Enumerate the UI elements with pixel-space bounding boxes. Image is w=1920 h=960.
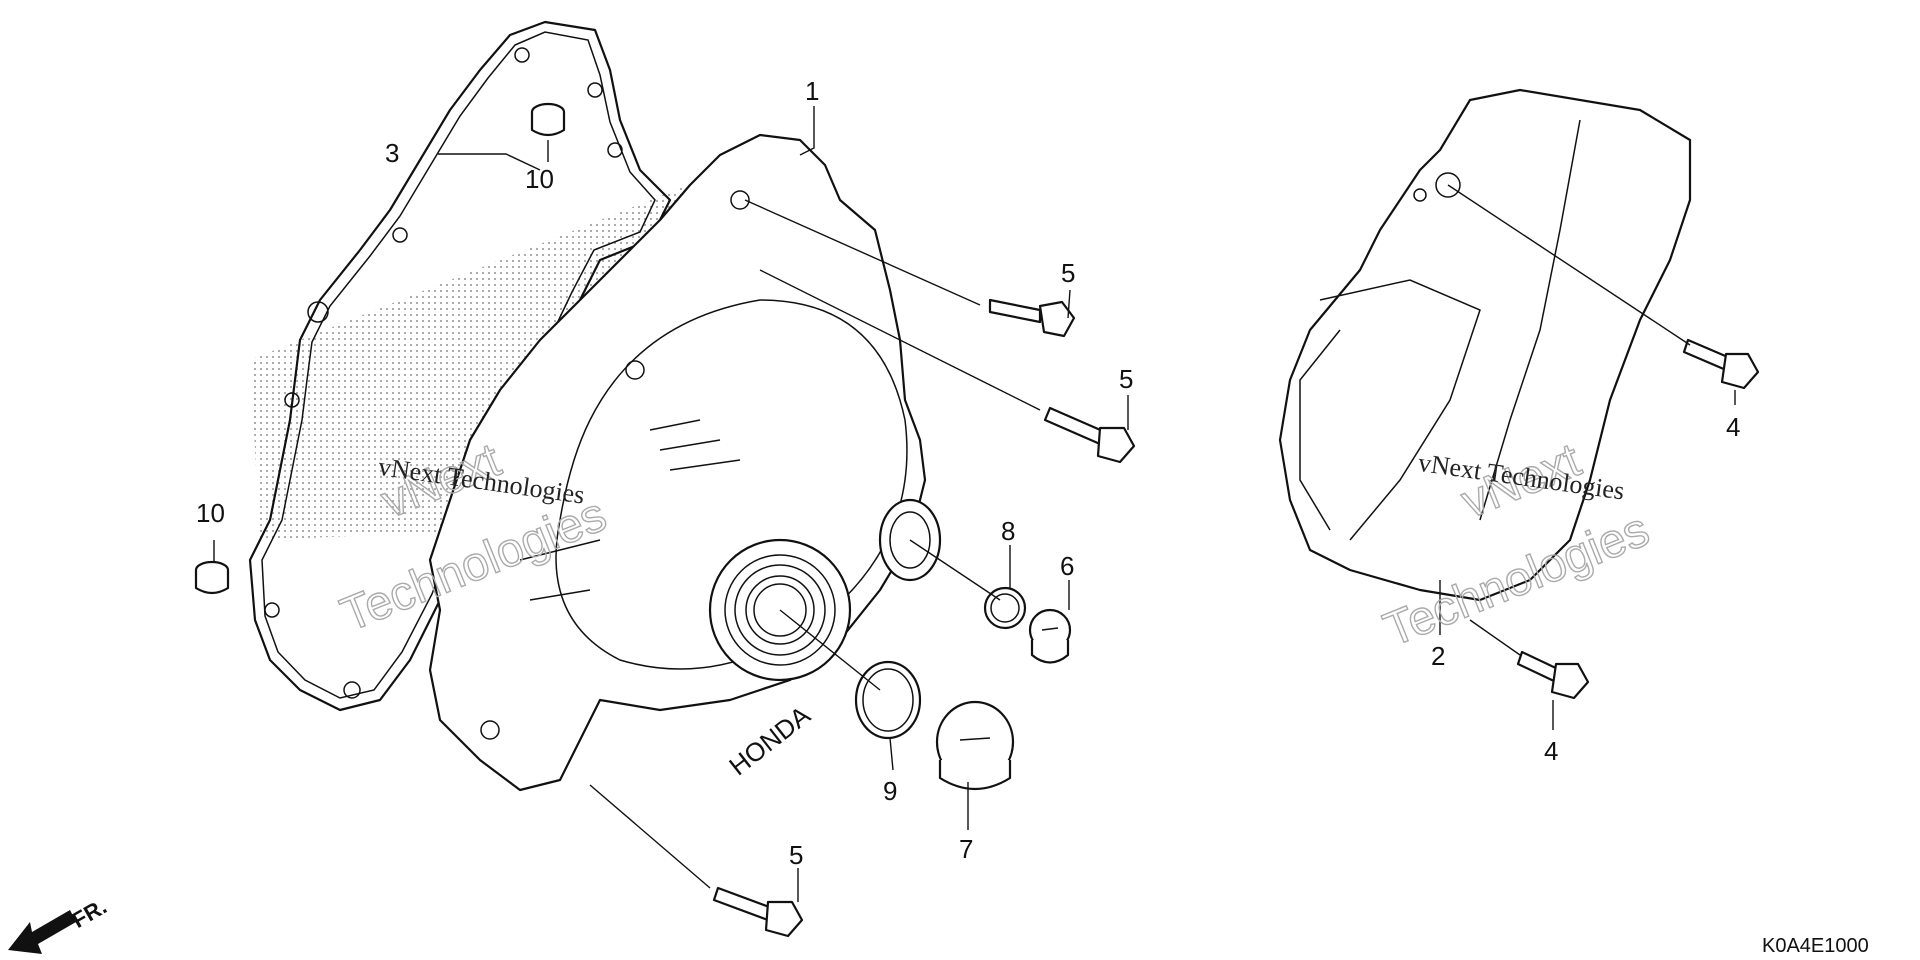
cover-brand-text: HONDA: [723, 700, 816, 782]
callout-6: 6: [1060, 551, 1074, 581]
callout-1: 1: [805, 76, 819, 106]
leader-lines: [213, 106, 1736, 902]
front-arrow-icon: [8, 910, 76, 954]
callout-4-lower: 4: [1544, 736, 1558, 766]
gasket-part-3: [248, 20, 672, 712]
cap-part-6: [1028, 608, 1072, 664]
sprocket-cover-part-2: [1278, 88, 1692, 602]
callout-8: 8: [1001, 516, 1015, 546]
dowel-pin-upper: [530, 102, 566, 137]
callout-3: 3: [385, 138, 399, 168]
svg-text:FR.: FR.: [68, 894, 111, 933]
front-direction-indicator: FR.: [8, 894, 111, 954]
callout-10-upper: 10: [525, 164, 554, 194]
bolt-5-upper: [988, 298, 1076, 338]
callout-4-upper: 4: [1726, 412, 1740, 442]
callout-5-middle: 5: [1119, 364, 1133, 394]
bolt-4-lower: [1516, 650, 1590, 700]
cap-part-7: [935, 700, 1015, 790]
dowel-pin-lower: [194, 560, 230, 595]
bolt-5-middle: [1043, 406, 1136, 464]
bolt-4-upper: [1682, 338, 1760, 390]
callout-2: 2: [1431, 641, 1445, 671]
callout-9: 9: [883, 776, 897, 806]
o-ring-part-9: [854, 660, 922, 740]
callout-5-upper: 5: [1061, 258, 1075, 288]
callout-7: 7: [959, 834, 973, 864]
o-ring-part-8: [983, 586, 1027, 630]
callout-5-lower: 5: [789, 840, 803, 870]
bolt-5-lower: [712, 886, 804, 938]
callout-10-lower: 10: [196, 498, 225, 528]
diagram-code: K0A4E1000: [1762, 935, 1869, 957]
